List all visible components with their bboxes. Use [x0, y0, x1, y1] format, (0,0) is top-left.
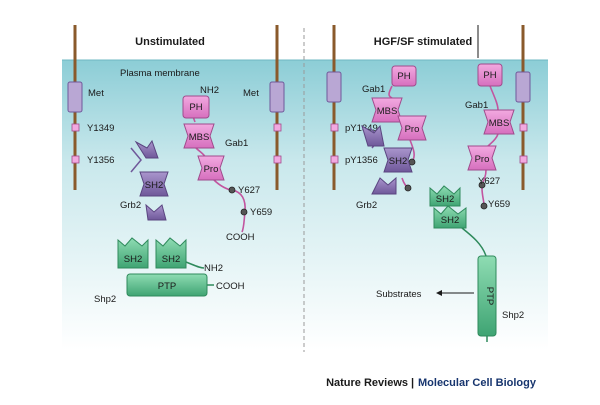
met-label-left-panel-right: Met — [243, 88, 259, 99]
grb2-unstimulated — [130, 139, 169, 221]
y1349-label: Y1349 — [87, 123, 114, 134]
gab1-label: Gab1 — [225, 138, 248, 149]
y627-label: Y627 — [238, 185, 260, 196]
grb2-sh2-domain — [139, 171, 169, 197]
shp2-right-sh2b-label: SH2 — [441, 215, 459, 226]
substrates-label: Substrates — [376, 289, 422, 300]
shp2-cooh-label: COOH — [216, 281, 245, 292]
shp2-right-sh2a-domain — [429, 185, 461, 207]
gab1-right-y627-label: Y627 — [478, 176, 500, 187]
gab1-mbs-label: MBS — [189, 132, 210, 143]
gab1-left-pro-label: Pro — [405, 124, 420, 135]
grb2-right-sh2-domain — [383, 147, 413, 173]
shp2-sh2a-label: SH2 — [124, 254, 142, 265]
gab1-cooh-label: COOH — [226, 232, 255, 243]
gab1-ph-label: PH — [189, 102, 202, 113]
left-panel-title: Unstimulated — [135, 36, 205, 48]
met-receptor-left-panel-right — [269, 25, 285, 190]
y659-phospho-site — [240, 208, 248, 216]
shp2-sh2b-label: SH2 — [162, 254, 180, 265]
met-receptor-right-panel-right — [515, 25, 531, 190]
met-receptor-right-panel-left — [326, 25, 342, 190]
gab1-mbs-domain — [183, 123, 215, 149]
right-panel-title: HGF/SF stimulated — [374, 36, 472, 48]
shp2-label: Shp2 — [94, 294, 116, 305]
shp2-right-label: Shp2 — [502, 310, 524, 321]
met-receptor-left — [67, 25, 83, 190]
gab1-right-pro-domain — [467, 145, 497, 171]
plasma-membrane-band — [62, 60, 548, 350]
gab1-right-ph-domain — [477, 63, 503, 87]
gab1-right-label: Gab1 — [465, 100, 488, 111]
y627-phospho-site — [228, 186, 236, 194]
shp2-sh2a-domain — [117, 237, 149, 269]
met-label-left: Met — [88, 88, 104, 99]
y659-label: Y659 — [250, 207, 272, 218]
gab1-right-y659-site — [480, 202, 488, 210]
py1349-label: pY1349 — [345, 123, 378, 134]
gab1-left-phospho-1 — [408, 158, 416, 166]
gab1-right-mbs-domain — [483, 109, 515, 135]
shp2-ptp-label: PTP — [158, 281, 176, 292]
y1356-label: Y1356 — [87, 155, 114, 166]
shp2-right-ptp-label: PTP — [484, 287, 495, 305]
grb2-stimulated — [361, 124, 413, 195]
gab1-right-mbs-label: MBS — [489, 118, 510, 129]
shp2-right-sh2a-label: SH2 — [436, 194, 454, 205]
gab1-stimulated-right — [467, 63, 515, 210]
gab1-left-pro-domain — [397, 115, 427, 141]
gab1-left-ph-label: PH — [397, 71, 410, 82]
gab1-left-ph-domain — [391, 65, 417, 87]
gab1-pro-domain — [197, 155, 225, 181]
gab1-right-ph-label: PH — [483, 70, 496, 81]
gab1-left-label: Gab1 — [362, 84, 385, 95]
gab1-unstimulated — [182, 95, 248, 233]
publisher-credit: Nature Reviews — [326, 377, 408, 389]
shp2-stimulated — [429, 185, 497, 342]
shp2-right-sh2b-domain — [433, 205, 467, 229]
gab1-pro-label: Pro — [204, 164, 219, 175]
gab1-left-mbs-label: MBS — [377, 106, 398, 117]
gab1-right-pro-label: Pro — [475, 154, 490, 165]
shp2-sh2b-domain — [155, 237, 187, 269]
gab1-right-y659-label: Y659 — [488, 199, 510, 210]
grb2-label: Grb2 — [120, 200, 141, 211]
journal-credit: Molecular Cell Biology — [418, 377, 537, 389]
credit-separator: | — [411, 377, 414, 389]
gab1-ph-domain — [182, 95, 210, 119]
grb2-right-sh2-label: SH2 — [389, 156, 407, 167]
shp2-unstimulated — [117, 237, 214, 297]
gab1-left-phospho-2 — [404, 184, 412, 192]
grb2-sh2-label: SH2 — [145, 180, 163, 191]
gab1-right-y627-site — [478, 181, 486, 189]
py1356-label: pY1356 — [345, 155, 378, 166]
plasma-membrane-label: Plasma membrane — [120, 68, 200, 79]
grb2-right-label: Grb2 — [356, 200, 377, 211]
gab1-nh2-label: NH2 — [200, 85, 219, 96]
shp2-nh2-label: NH2 — [204, 263, 223, 274]
